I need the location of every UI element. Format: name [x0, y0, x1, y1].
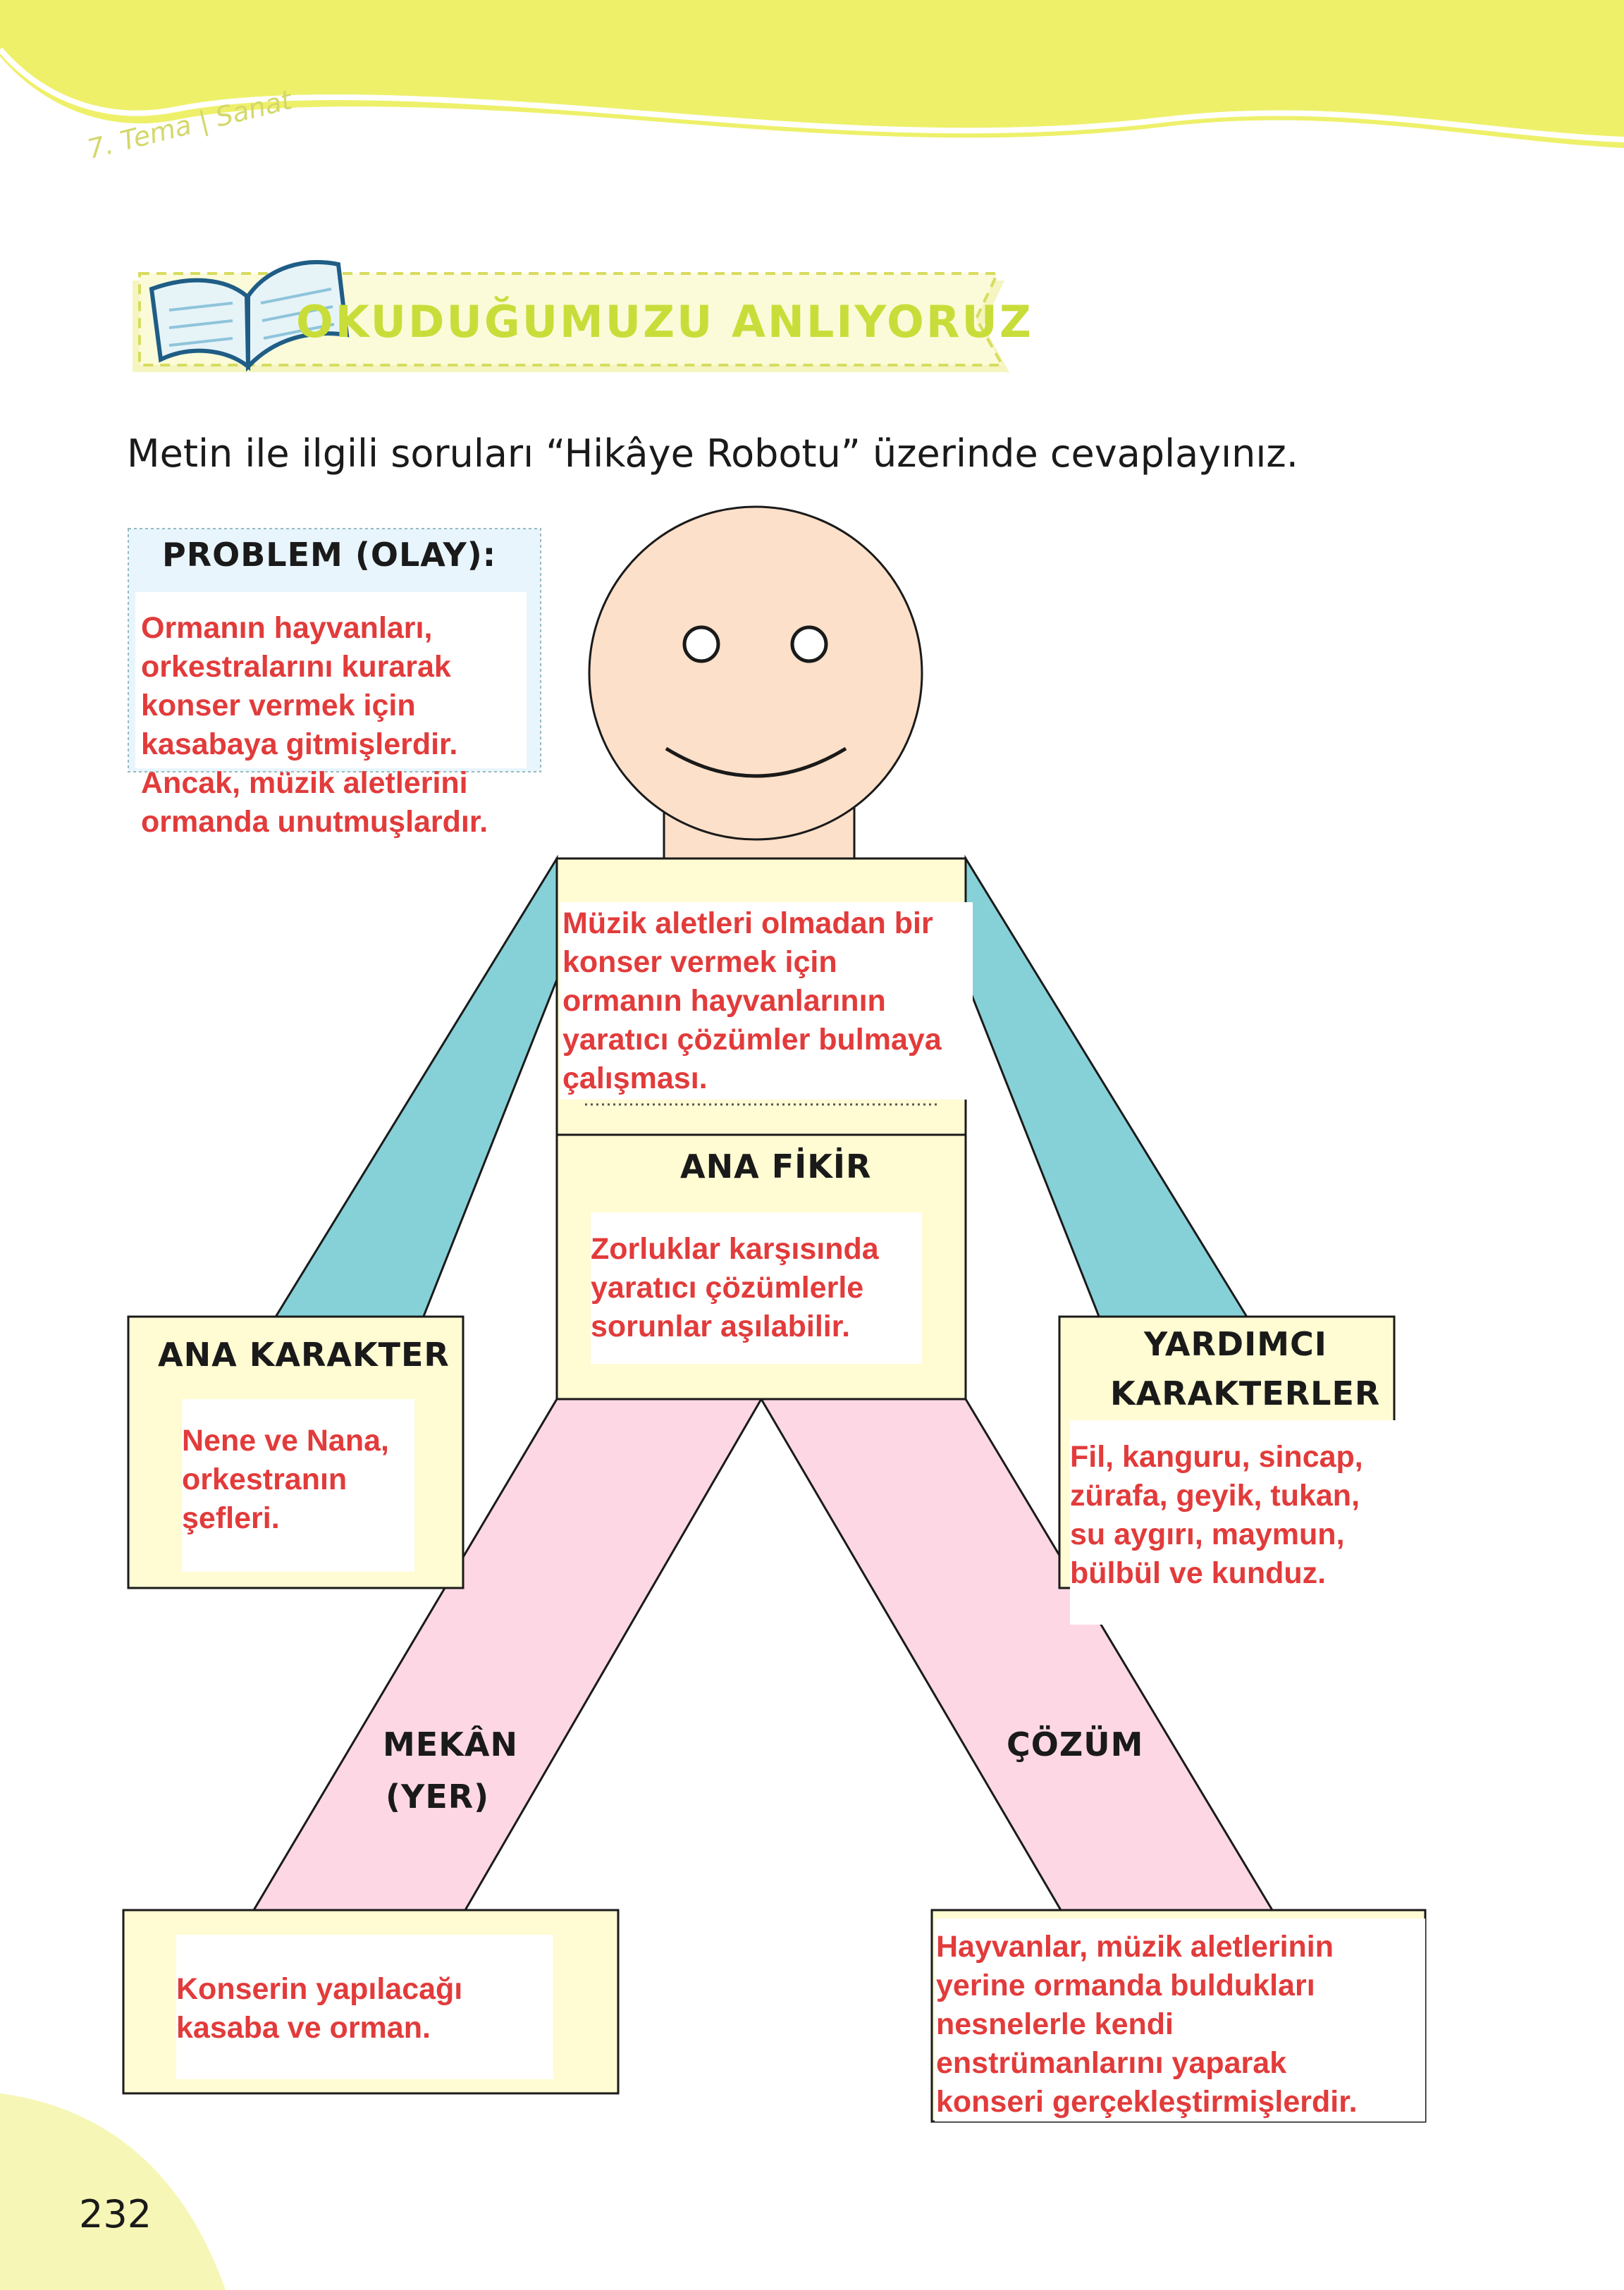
bottom-corner — [0, 2093, 226, 2290]
answer-line: sorunlar aşılabilir. — [591, 1310, 851, 1343]
problem-label: PROBLEM (OLAY): — [162, 536, 497, 574]
answer-line: nesnelerle kendi — [936, 2007, 1174, 2041]
main-character-answer: Nene ve Nana, orkestranın şefleri. — [182, 1422, 389, 1538]
top-wave — [0, 0, 1624, 148]
answer-line: enstrümanlarını yaparak — [936, 2046, 1287, 2080]
answer-line: kasaba ve orman. — [176, 2011, 431, 2045]
problem-answer: Ormanın hayvanları, orkestralarını kurar… — [141, 609, 488, 842]
torso-answer: Müzik aletleri olmadan bir konser vermek… — [562, 904, 942, 1098]
setting-answer: Konserin yapılacağı kasaba ve orman. — [176, 1970, 462, 2048]
answer-line: Ormanın hayvanları, — [141, 611, 433, 645]
answer-line: şefleri. — [182, 1501, 280, 1535]
answer-line: konser vermek için — [562, 945, 837, 979]
answer-line: Nene ve Nana, — [182, 1424, 389, 1458]
left-arm — [273, 854, 558, 1319]
answer-line: bülbül ve kunduz. — [1070, 1556, 1327, 1590]
right-eye — [790, 625, 828, 663]
answer-line: su aygırı, maymun, — [1070, 1518, 1345, 1551]
smile — [665, 746, 847, 778]
answer-line: orkestralarını kurarak — [141, 650, 451, 684]
answer-line: yaratıcı çözümler bulmaya — [562, 1023, 942, 1057]
answer-line: Müzik aletleri olmadan bir — [562, 906, 933, 940]
solution-label: ÇÖZÜM — [1007, 1725, 1144, 1763]
setting-label-line2: (YER) — [386, 1778, 490, 1816]
answer-line: Konserin yapılacağı — [176, 1972, 463, 2006]
section-title: OKUDUĞUMUZU ANLIYORUZ — [296, 296, 1033, 347]
banner — [133, 260, 1009, 372]
open-book-icon — [149, 260, 350, 372]
answer-line: çalışması. — [562, 1061, 708, 1095]
answer-line: ormanda unutmuşlardır. — [141, 805, 488, 839]
answer-line: orkestranın — [182, 1463, 347, 1496]
page-number: 232 — [79, 2192, 152, 2236]
answer-line: Zorluklar karşısında — [591, 1232, 879, 1266]
answer-line: konseri gerçekleştirmişlerdir. — [936, 2085, 1358, 2119]
left-eye — [682, 625, 720, 663]
solution-answer: Hayvanlar, müzik aletlerinin yerine orma… — [936, 1928, 1358, 2122]
answer-line: konser vermek için — [141, 689, 416, 722]
answer-line: yerine ormanda buldukları — [936, 1969, 1315, 2002]
main-idea-answer: Zorluklar karşısında yaratıcı çözümlerle… — [591, 1230, 879, 1346]
answer-line: zürafa, geyik, tukan, — [1070, 1479, 1360, 1513]
supporting-answer: Fil, kanguru, sincap, zürafa, geyik, tuk… — [1070, 1438, 1363, 1593]
main-character-label: ANA KARAKTER — [158, 1336, 450, 1374]
head — [588, 505, 923, 841]
answer-line: ormanın hayvanlarının — [562, 984, 886, 1018]
answer-line: Fil, kanguru, sincap, — [1070, 1440, 1363, 1474]
setting-label-line1: MEKÂN — [383, 1725, 518, 1763]
top-wave-line — [0, 47, 1624, 142]
answer-line: Ancak, müzik aletlerini — [141, 766, 468, 800]
instruction-text: Metin ile ilgili soruları “Hikâye Robotu… — [127, 431, 1298, 476]
supporting-label-line2: KARAKTERLER — [1110, 1374, 1381, 1412]
answer-line: Hayvanlar, müzik aletlerinin — [936, 1930, 1334, 1964]
right-arm — [964, 854, 1250, 1319]
answer-line: kasabaya gitmişlerdir. — [141, 727, 458, 761]
answer-line: yaratıcı çözümlerle — [591, 1271, 864, 1305]
main-idea-label: ANA FİKİR — [680, 1147, 872, 1186]
supporting-label-line1: YARDIMCI — [1144, 1325, 1327, 1363]
